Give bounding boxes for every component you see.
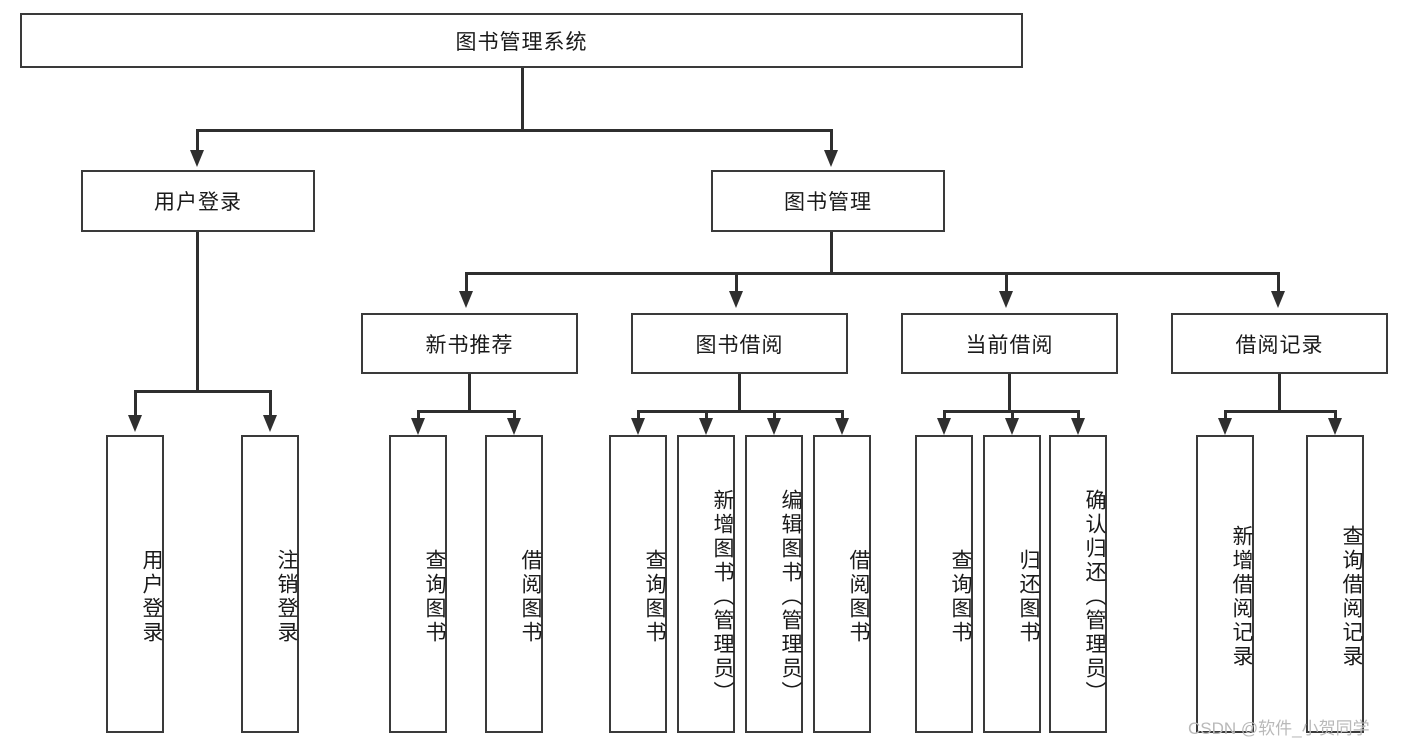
leaf-new-book-borrow[interactable]: 借阅图书 — [485, 435, 543, 733]
leaf-label: 借阅图书 — [519, 549, 542, 645]
connector-borrow-record-drop-2 — [1334, 410, 1337, 420]
arrowhead-to-book-borrow — [729, 291, 743, 308]
node-new-book-recommend[interactable]: 新书推荐 — [361, 313, 578, 374]
connector-borrow-record-bus — [1224, 410, 1336, 413]
leaf-new-book-query[interactable]: 查询图书 — [389, 435, 447, 733]
arrowhead-leaf-current-borrow-1 — [937, 418, 951, 435]
leaf-user-login-logout[interactable]: 注销登录 — [241, 435, 299, 733]
node-current-borrow[interactable]: 当前借阅 — [901, 313, 1118, 374]
arrowhead-leaf-borrow-record-1 — [1218, 418, 1232, 435]
connector-book-borrow-bus — [637, 410, 843, 413]
arrowhead-leaf-user-login-2 — [263, 415, 277, 432]
arrowhead-leaf-book-borrow-2 — [699, 418, 713, 435]
leaf-book-borrow-query[interactable]: 查询图书 — [609, 435, 667, 733]
leaf-label: 新增借阅记录 — [1230, 525, 1253, 669]
connector-l3-drop-3 — [1005, 272, 1008, 292]
connector-new-book-bus — [417, 410, 515, 413]
connector-new-book-stem — [468, 374, 471, 411]
leaf-label: 编辑图书（管理员） — [779, 489, 802, 705]
node-root-label: 图书管理系统 — [455, 30, 588, 54]
arrowhead-leaf-new-book-1 — [411, 418, 425, 435]
arrowhead-leaf-book-borrow-4 — [835, 418, 849, 435]
leaf-book-borrow-add[interactable]: 新增图书（管理员） — [677, 435, 735, 733]
connector-current-borrow-drop-2 — [1011, 410, 1014, 420]
connector-book-manage-stem — [830, 232, 833, 273]
node-book-borrow-label: 图书借阅 — [695, 333, 784, 357]
connector-user-login-drop-1 — [134, 390, 137, 416]
connector-l3-drop-1 — [465, 272, 468, 292]
arrowhead-leaf-book-borrow-3 — [767, 418, 781, 435]
connector-current-borrow-drop-1 — [943, 410, 946, 420]
leaf-book-borrow-borrow[interactable]: 借阅图书 — [813, 435, 871, 733]
connector-book-borrow-drop-4 — [841, 410, 844, 420]
connector-user-login-drop-2 — [269, 390, 272, 416]
node-current-borrow-label: 当前借阅 — [965, 333, 1054, 357]
connector-book-borrow-drop-2 — [705, 410, 708, 420]
leaf-book-borrow-edit[interactable]: 编辑图书（管理员） — [745, 435, 803, 733]
leaf-label: 新增图书（管理员） — [711, 489, 734, 705]
connector-root-bus — [196, 129, 832, 132]
watermark-text: CSDN @软件_小贺同学 — [1188, 719, 1370, 738]
connector-book-manage-bus — [465, 272, 1277, 275]
leaf-label: 归还图书 — [1017, 549, 1040, 645]
node-borrow-record-label: 借阅记录 — [1235, 333, 1324, 357]
connector-l3-drop-2 — [735, 272, 738, 292]
arrowhead-leaf-borrow-record-2 — [1328, 418, 1342, 435]
node-book-borrow[interactable]: 图书借阅 — [631, 313, 848, 374]
connector-book-borrow-drop-3 — [773, 410, 776, 420]
arrowhead-to-user-login — [190, 150, 204, 167]
connector-new-book-drop-1 — [417, 410, 420, 420]
connector-user-login-bus — [134, 390, 271, 393]
connector-book-borrow-drop-1 — [637, 410, 640, 420]
arrowhead-leaf-book-borrow-1 — [631, 418, 645, 435]
connector-current-borrow-drop-3 — [1077, 410, 1080, 420]
arrowhead-leaf-current-borrow-2 — [1005, 418, 1019, 435]
arrowhead-leaf-user-login-1 — [128, 415, 142, 432]
leaf-label: 查询图书 — [643, 549, 666, 645]
node-borrow-record[interactable]: 借阅记录 — [1171, 313, 1388, 374]
connector-user-login-stem — [196, 232, 199, 391]
leaf-label: 查询图书 — [423, 549, 446, 645]
node-new-book-recommend-label: 新书推荐 — [425, 333, 514, 357]
connector-root-drop-1 — [196, 129, 199, 151]
leaf-label: 查询图书 — [949, 549, 972, 645]
connector-root-drop-2 — [830, 129, 833, 151]
leaf-current-borrow-query[interactable]: 查询图书 — [915, 435, 973, 733]
connector-borrow-record-stem — [1278, 374, 1281, 411]
connector-l3-drop-4 — [1277, 272, 1280, 292]
arrowhead-to-book-manage — [824, 150, 838, 167]
arrowhead-leaf-current-borrow-3 — [1071, 418, 1085, 435]
connector-root-stem — [521, 68, 524, 130]
leaf-borrow-record-add[interactable]: 新增借阅记录 — [1196, 435, 1254, 733]
node-book-manage[interactable]: 图书管理 — [711, 170, 945, 232]
node-root-system[interactable]: 图书管理系统 — [20, 13, 1023, 68]
leaf-label: 借阅图书 — [847, 549, 870, 645]
node-user-login[interactable]: 用户登录 — [81, 170, 315, 232]
leaf-label: 注销登录 — [275, 549, 298, 645]
leaf-user-login-login[interactable]: 用户登录 — [106, 435, 164, 733]
leaf-borrow-record-query[interactable]: 查询借阅记录 — [1306, 435, 1364, 733]
arrowhead-leaf-new-book-2 — [507, 418, 521, 435]
leaf-current-borrow-confirm[interactable]: 确认归还（管理员） — [1049, 435, 1107, 733]
leaf-label: 查询借阅记录 — [1340, 525, 1363, 669]
leaf-label: 确认归还（管理员） — [1083, 489, 1106, 705]
node-book-manage-label: 图书管理 — [784, 191, 872, 214]
connector-new-book-drop-2 — [513, 410, 516, 420]
leaf-current-borrow-return[interactable]: 归还图书 — [983, 435, 1041, 733]
leaf-label: 用户登录 — [140, 549, 163, 645]
arrowhead-to-new-book — [459, 291, 473, 308]
node-user-login-label: 用户登录 — [154, 191, 242, 214]
connector-current-borrow-stem — [1008, 374, 1011, 411]
connector-book-borrow-stem — [738, 374, 741, 411]
arrowhead-to-borrow-record — [1271, 291, 1285, 308]
arrowhead-to-current-borrow — [999, 291, 1013, 308]
connector-borrow-record-drop-1 — [1224, 410, 1227, 420]
